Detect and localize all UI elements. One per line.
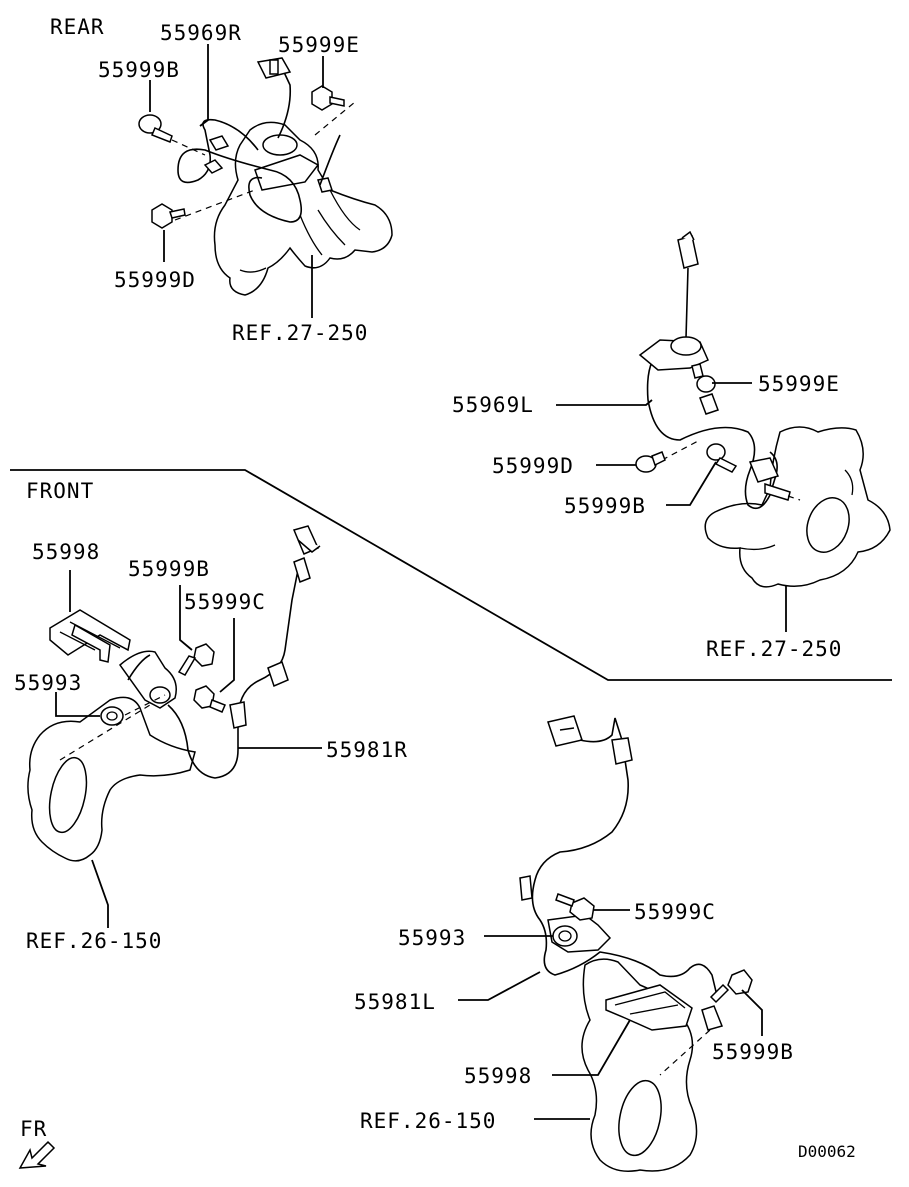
rear-left-bolt-d-icon xyxy=(635,451,666,473)
front-right-cap-label: 55993 xyxy=(14,671,82,695)
rear-right-bolt-d-icon xyxy=(151,203,186,229)
section-label-front: FRONT xyxy=(26,479,94,503)
rear-left-bolt-d-label: 55999D xyxy=(492,454,574,478)
rear-left-bolt-e-icon xyxy=(691,363,716,393)
rear-left-assembly: 55999E 55969L 55999D 55999B REF.27-250 xyxy=(452,230,891,661)
front-left-bracket-label: 55998 xyxy=(464,1064,532,1088)
front-right-cap-icon xyxy=(100,706,124,726)
front-left-connector xyxy=(547,715,583,747)
front-right-bolt-c-label: 55999C xyxy=(184,590,266,614)
section-divider-line xyxy=(10,469,892,681)
rear-right-bolt-b-label: 55999B xyxy=(98,58,180,82)
rear-left-sensor-label: 55969L xyxy=(452,393,534,417)
front-left-sensor-cable xyxy=(531,717,719,1001)
front-left-bolt-c-icon xyxy=(555,893,595,921)
front-left-bolt-b-icon xyxy=(709,969,753,1004)
direction-label: FR xyxy=(20,1117,47,1141)
front-right-bolt-b-icon xyxy=(177,643,215,676)
front-right-bracket-icon xyxy=(49,609,131,663)
front-right-assembly: FRONT xyxy=(14,479,408,953)
front-left-bolt-b-label: 55999B xyxy=(712,1040,794,1064)
rear-left-knuckle xyxy=(704,426,891,588)
rear-right-bolt-e-icon xyxy=(311,85,345,111)
direction-indicator: FR xyxy=(18,1117,56,1169)
section-label-rear: REAR xyxy=(50,15,105,39)
front-left-sensor-label: 55981L xyxy=(354,990,436,1014)
front-right-bolt-b-label: 55999B xyxy=(128,557,210,581)
rear-left-bolt-b-label: 55999B xyxy=(564,494,646,518)
front-right-ref-label: REF.26-150 xyxy=(26,929,162,953)
front-left-bolt-c-label: 55999C xyxy=(634,900,716,924)
rear-right-sensor-label: 55969R xyxy=(160,21,242,45)
rear-right-sensor-head xyxy=(262,134,298,156)
front-right-sensor-label: 55981R xyxy=(326,738,408,762)
front-left-cap-label: 55993 xyxy=(398,926,466,950)
rear-left-ref-label: REF.27-250 xyxy=(706,637,842,661)
rear-right-bolt-e-label: 55999E xyxy=(278,33,360,57)
front-left-bracket-icon xyxy=(605,984,693,1031)
rear-left-bolt-e-label: 55999E xyxy=(758,372,840,396)
direction-arrow-icon xyxy=(18,1140,56,1169)
rear-left-connector xyxy=(677,235,699,269)
rear-right-assembly: REAR xyxy=(50,15,393,345)
rear-left-bolt-b-icon xyxy=(706,443,738,473)
front-right-bracket-label: 55998 xyxy=(32,540,100,564)
rear-right-ref-label: REF.27-250 xyxy=(232,321,368,345)
diagram-code: D00062 xyxy=(798,1142,856,1161)
rear-right-bolt-d-label: 55999D xyxy=(114,268,196,292)
rear-left-sensor-head xyxy=(670,336,702,356)
front-left-assembly: 55999C 55993 55981L 55999B 55998 REF.26-… xyxy=(354,715,794,1172)
front-left-cap-icon xyxy=(552,925,578,947)
rear-right-sensor-cable xyxy=(177,69,303,223)
rear-right-knuckle xyxy=(213,121,393,296)
front-right-bolt-c-icon xyxy=(193,685,226,713)
rear-right-bolt-b-icon xyxy=(138,114,206,156)
front-left-ref-label: REF.26-150 xyxy=(360,1109,496,1133)
